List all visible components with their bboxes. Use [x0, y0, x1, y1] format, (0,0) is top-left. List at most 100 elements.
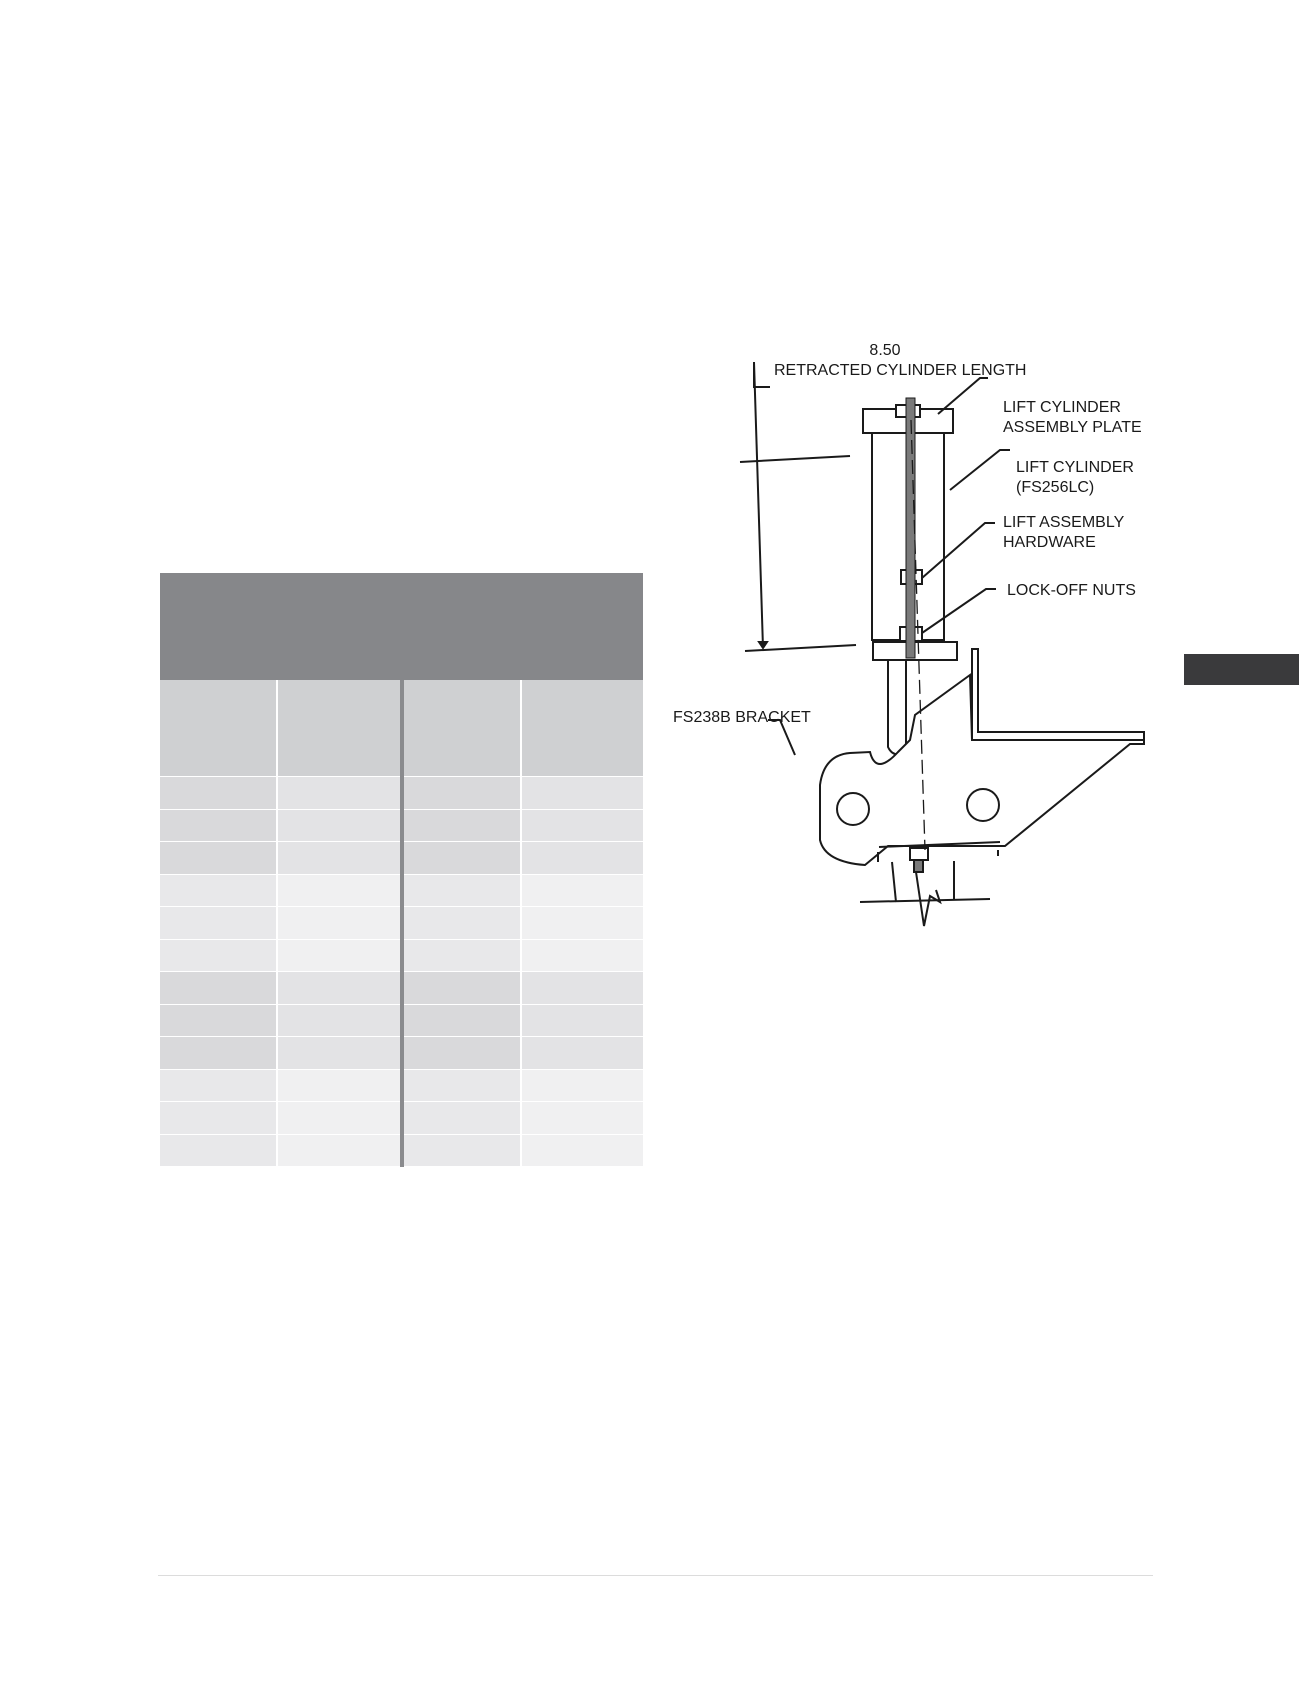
table-cell	[522, 907, 643, 940]
dimension-line	[753, 361, 764, 649]
extension-line-bottom	[744, 644, 857, 652]
table-row	[160, 874, 643, 907]
arrowhead	[757, 641, 769, 650]
break-line	[915, 871, 942, 927]
table-cell	[278, 1037, 402, 1070]
table-cell	[402, 842, 522, 875]
table-cell	[522, 842, 643, 875]
leader-hardware	[921, 522, 995, 579]
table-grid	[160, 680, 643, 1167]
callout-bracket: FS238B BRACKET	[673, 709, 811, 726]
table-cell	[160, 842, 278, 875]
table-cell	[522, 874, 643, 907]
section-tab	[1184, 654, 1299, 685]
centerline	[910, 419, 926, 851]
table-cell	[160, 1037, 278, 1070]
table-row	[160, 1102, 643, 1135]
table-cell	[278, 972, 402, 1005]
table-cell	[522, 1004, 643, 1037]
lift-cylinder-diagram: 8.50 RETRACTED CYLINDER LENGTH LIFT CYLI…	[673, 342, 1145, 927]
table-cell	[522, 972, 643, 1005]
footer-rule	[158, 1575, 1153, 1576]
table-cell	[402, 777, 522, 810]
table-cell	[160, 1069, 278, 1102]
table-cell	[160, 777, 278, 810]
leader-nuts	[921, 588, 996, 634]
table-column-headers	[160, 680, 643, 777]
callout-hardware-line1: LIFT ASSEMBLY	[1003, 514, 1125, 531]
leader-cylinder	[949, 449, 1010, 491]
table-cell	[522, 777, 643, 810]
table-row	[160, 809, 643, 842]
bottom-rod	[913, 859, 924, 873]
extension-line-top	[739, 455, 851, 463]
mount-hole-right	[966, 788, 1000, 822]
column-header	[160, 680, 278, 777]
table-row	[160, 1069, 643, 1102]
table-row	[160, 907, 643, 940]
table-cell	[402, 1134, 522, 1167]
table-cell	[278, 1134, 402, 1167]
table-cell	[402, 1069, 522, 1102]
table-cell	[278, 907, 402, 940]
column-header	[522, 680, 643, 777]
table-cell	[278, 939, 402, 972]
table-row	[160, 939, 643, 972]
table-row	[160, 1037, 643, 1070]
callout-plate-line1: LIFT CYLINDER	[1003, 399, 1121, 416]
angle-bracket-top	[971, 648, 1145, 741]
callout-nuts: LOCK-OFF NUTS	[1007, 582, 1136, 599]
table-cell	[160, 1004, 278, 1037]
table-cell	[402, 874, 522, 907]
table-cell	[278, 874, 402, 907]
table-row	[160, 842, 643, 875]
table-cell	[278, 1069, 402, 1102]
table-cell	[160, 939, 278, 972]
table-cell	[522, 1134, 643, 1167]
table-cell	[160, 809, 278, 842]
dimension-tick	[753, 362, 770, 388]
table-cell	[278, 1102, 402, 1135]
table-cell	[278, 777, 402, 810]
table-cell	[160, 1102, 278, 1135]
table-cell	[522, 1069, 643, 1102]
table-cell	[522, 1102, 643, 1135]
table-cell	[402, 1037, 522, 1070]
table-cell	[160, 874, 278, 907]
table-cell	[278, 1004, 402, 1037]
column-header	[402, 680, 522, 777]
bracket-base-line	[878, 841, 1001, 848]
table-cell	[278, 842, 402, 875]
dimension-caption: RETRACTED CYLINDER LENGTH	[774, 362, 1026, 379]
table-cell	[402, 939, 522, 972]
table-cell	[278, 809, 402, 842]
table-cell	[522, 939, 643, 972]
callout-cylinder-line1: LIFT CYLINDER	[1016, 459, 1134, 476]
table-row	[160, 972, 643, 1005]
ground-line	[859, 898, 991, 903]
leader-bracket	[768, 719, 796, 756]
leader-plate	[937, 377, 988, 415]
table-cell	[402, 1102, 522, 1135]
table-cell	[160, 1134, 278, 1167]
table-row	[160, 1134, 643, 1167]
table-cell	[402, 1004, 522, 1037]
table-header-band	[160, 573, 643, 680]
callout-plate-line2: ASSEMBLY PLATE	[1003, 419, 1142, 436]
mount-hole-left	[836, 792, 870, 826]
spec-table	[160, 573, 643, 1167]
table-cell	[522, 809, 643, 842]
table-cell	[402, 907, 522, 940]
table-cell	[522, 1037, 643, 1070]
threaded-rod	[905, 397, 916, 659]
callout-hardware-line2: HARDWARE	[1003, 534, 1096, 551]
table-cell	[160, 907, 278, 940]
table-row	[160, 777, 643, 810]
table-column-divider	[400, 680, 404, 1167]
table-cell	[402, 809, 522, 842]
table-cell	[160, 972, 278, 1005]
dimension-value: 8.50	[869, 342, 900, 359]
table-cell	[402, 972, 522, 1005]
callout-cylinder-line2: (FS256LC)	[1016, 479, 1094, 496]
rod-sleeve	[887, 659, 907, 756]
